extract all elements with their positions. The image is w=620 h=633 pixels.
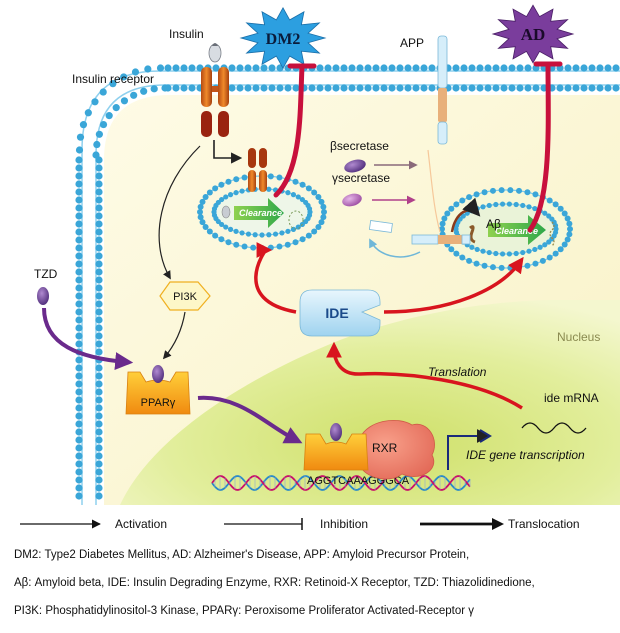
ad-label: AD (521, 25, 546, 44)
legend-translocation-label: Translocation (508, 517, 580, 531)
transcription-start-arrow (447, 429, 491, 470)
ppar-ligand (152, 365, 164, 383)
abbreviation-line-1: DM2: Type2 Diabetes Mellitus, AD: Alzhei… (14, 549, 470, 561)
tzd-label: TZD (34, 267, 58, 281)
gamma-secretase-enzyme (342, 193, 362, 207)
abeta-label: Aβ (486, 217, 501, 231)
ppar-gamma-protein: PPARγ (125, 365, 191, 415)
insulin-receptor (201, 67, 229, 137)
gamma-secretase-label: γsecretase (332, 171, 390, 185)
insulin-label: Insulin (169, 27, 204, 41)
abbreviation-line-2: Aβ: Amyloid beta, IDE: Insulin Degrading… (14, 577, 535, 589)
clearance-label-left: Clearance (239, 208, 282, 218)
rxr-label: RXR (372, 441, 398, 455)
rxr-protein: RXR (352, 419, 435, 480)
translation-label: Translation (428, 365, 487, 379)
dm2-badge: DM2 (239, 6, 327, 70)
ppar-label: PPARγ (141, 397, 176, 409)
app-cleavage-path (427, 149, 441, 233)
pi3k-to-ppar-arrow (162, 311, 186, 360)
insulin-molecule (208, 43, 222, 63)
internalized-receptor (248, 148, 267, 192)
abbreviation-line-3: PI3K: Phosphatidylinositol-3 Kinase, PPA… (14, 605, 474, 617)
pi3k-label: PI3K (173, 291, 198, 303)
insulin-receptor-label: Insulin receptor (72, 72, 154, 86)
tzd-activation-arrow (42, 307, 134, 371)
vesicle-left (197, 173, 327, 251)
legend-activation-label: Activation (115, 517, 167, 531)
tzd-molecule (37, 287, 49, 305)
clearance-arrow-right: Clearance (469, 215, 555, 247)
beta-secretase-label: βsecretase (330, 139, 389, 153)
beta-secretase-enzyme (344, 159, 366, 173)
ide-mrna-label: ide mRNA (544, 391, 599, 405)
legend-activation: Activation (20, 517, 167, 531)
ad-badge: AD (491, 4, 575, 64)
dna-helix (211, 475, 471, 491)
app-protein (437, 35, 448, 145)
app-fragments (368, 197, 481, 245)
legend-translocation: Translocation (420, 517, 580, 531)
inhibition-to-dm2 (273, 63, 317, 198)
ide-enzyme: IDE (299, 289, 381, 337)
legend-inhibition-label: Inhibition (320, 517, 368, 531)
app-label: APP (400, 36, 424, 50)
legend-inhibition: Inhibition (224, 517, 368, 531)
ppar-translocation-arrow (197, 395, 303, 444)
clearance-label-right: Clearance (495, 226, 538, 236)
ide-mrna-strand (521, 422, 587, 434)
inhibition-to-ad (527, 61, 563, 233)
ide-to-vesicle-left-arrow (254, 242, 297, 314)
receptor-to-pi3k-arrow (158, 145, 201, 280)
dm2-label: DM2 (266, 31, 301, 48)
ide-transcription-label: IDE gene transcription (466, 448, 585, 462)
nucleus-label: Nucleus (557, 330, 600, 344)
receptor-internalization-arrow (213, 140, 243, 164)
legend: Activation Inhibition Translocation (20, 517, 580, 531)
fragment-recycle-arrow (369, 238, 421, 258)
nucleus-region (120, 300, 620, 505)
ide-label: IDE (325, 305, 348, 321)
ppar-bound-ligand (330, 423, 342, 441)
translation-arrow (326, 341, 523, 410)
clearance-arrow-left: Clearance (221, 198, 304, 230)
pi3k-node: PI3K (159, 281, 211, 311)
ide-to-vesicle-right-arrow (383, 256, 524, 314)
ppar-dna-bound (303, 423, 369, 471)
